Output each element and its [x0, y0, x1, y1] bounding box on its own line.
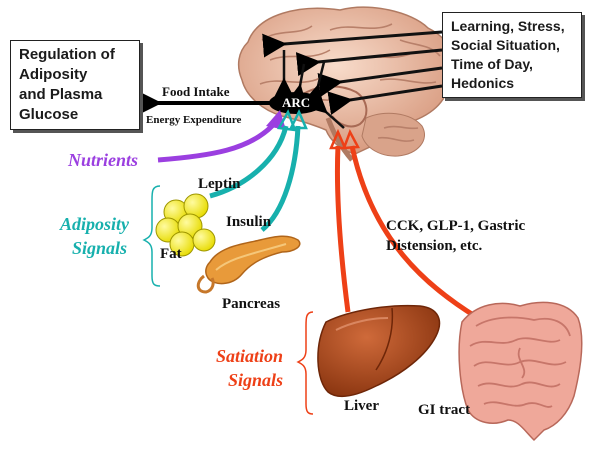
fat-cells-illustration: [155, 193, 216, 257]
satiation-signals-line-2: Signals: [228, 370, 284, 390]
influence-line-1: Learning, Stress,: [451, 18, 565, 34]
influence-line-2: Social Situation,: [451, 37, 560, 53]
pancreas-illustration: [196, 235, 301, 294]
adiposity-signals-line-2: Signals: [72, 238, 128, 258]
adiposity-brace: [142, 185, 161, 287]
regulation-line-3: and Plasma: [19, 86, 103, 103]
influence-arrows: [262, 30, 443, 129]
liver-arrow: [329, 128, 351, 313]
satiation-signals-line-1: Satiation: [216, 346, 284, 366]
influence-line-3: Time of Day,: [451, 56, 533, 72]
gi-tract-label: GI tract: [418, 402, 471, 418]
food-intake-label: Food Intake: [162, 84, 230, 99]
brainstem: [325, 117, 354, 162]
leptin-arrow: [209, 109, 297, 199]
gi-tract-illustration: [458, 301, 583, 442]
regulation-line-1: Regulation of: [19, 46, 115, 63]
regulation-line-2: Adiposity: [19, 66, 88, 83]
gut-signals-line-1: CCK, GLP-1, Gastric: [386, 218, 526, 234]
adiposity-signals-line-1: Adiposity: [60, 214, 130, 234]
fat-label: Fat: [160, 246, 182, 262]
insulin-label: Insulin: [226, 214, 272, 230]
gi-arrow: [342, 128, 480, 321]
cerebellum-shape: [361, 112, 425, 157]
leptin-label: Leptin: [198, 176, 241, 192]
regulation-line-4: Glucose: [19, 106, 79, 123]
pancreas-label: Pancreas: [222, 296, 281, 312]
influence-line-4: Hedonics: [451, 75, 515, 91]
regulation-box: Regulation of Adiposity and Plasma Gluco…: [10, 40, 140, 130]
arc-label: ARC: [282, 95, 311, 110]
insulin-arrow: [260, 109, 308, 232]
satiation-brace: [296, 311, 314, 415]
nutrients-label: Nutrients: [68, 150, 139, 170]
liver-label: Liver: [344, 398, 379, 414]
energy-expenditure-label: Energy Expenditure: [146, 114, 242, 126]
gut-signals-line-2: Distension, etc.: [386, 238, 483, 254]
liver-illustration: [317, 304, 441, 398]
influences-box: Learning, Stress, Social Situation, Time…: [442, 12, 582, 98]
